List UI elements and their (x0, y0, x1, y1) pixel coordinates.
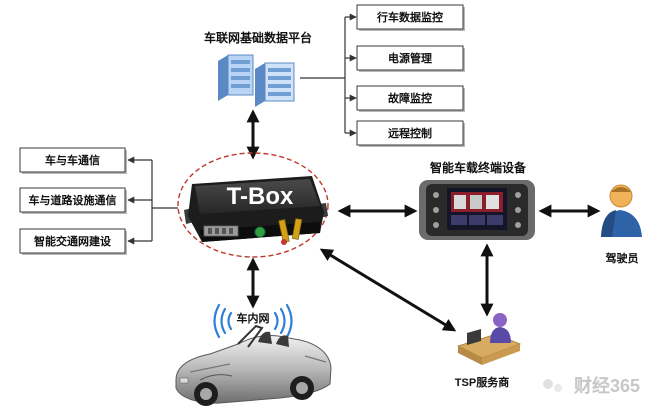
tbox: T-Box (177, 152, 329, 258)
vehicle-terminal: 智能车载终端设备 (419, 160, 535, 240)
car-front-wheel (194, 382, 218, 406)
driver: 驾驶员 (601, 184, 642, 265)
function-label: 故障监控 (388, 91, 432, 105)
tsp-label: TSP服务商 (455, 375, 509, 389)
communication-item: 车与道路设施通信 (19, 187, 152, 214)
communication-label: 车与车通信 (45, 153, 100, 167)
car-rear-wheel (290, 376, 314, 400)
communication-box (19, 187, 126, 213)
communication-item: 智能交通网建设 (19, 228, 152, 255)
watermark: 财经365 (543, 375, 640, 396)
communication-label: 车与道路设施通信 (29, 193, 117, 207)
tbox-device: T-Box (184, 176, 328, 245)
function-label: 行车数据监控 (376, 10, 443, 24)
terminal-device-icon (419, 180, 535, 240)
tsp-provider: TSP服务商 (455, 313, 522, 389)
function-label: 远程控制 (388, 126, 432, 140)
function-item: 远程控制 (345, 120, 465, 147)
communication-label: 智能交通网建设 (34, 234, 112, 248)
platform-title: 车联网基础数据平台 (204, 30, 312, 45)
function-box (356, 120, 464, 146)
tsp-operator-icon (456, 313, 522, 365)
watermark-logo-icon (543, 379, 562, 392)
communication-item: 车与车通信 (19, 147, 152, 174)
function-label: 电源管理 (388, 51, 432, 65)
in-vehicle-label-bg (233, 310, 273, 326)
watermark-text: 财经365 (574, 375, 640, 396)
arrow-tbox-tsp (319, 248, 457, 332)
server-icon (218, 54, 295, 107)
tbox-highlight-ellipse (177, 152, 329, 258)
wifi-signal-right-icon (273, 303, 293, 339)
wifi-signal-left-icon (213, 303, 233, 339)
function-item: 故障监控 (345, 85, 465, 112)
communication-box (19, 147, 126, 173)
function-item: 行车数据监控 (345, 4, 465, 31)
car-image (175, 324, 332, 406)
function-box (356, 85, 464, 111)
data-platform: 车联网基础数据平台 (204, 30, 312, 107)
function-box (356, 45, 464, 71)
in-vehicle-network: 车内网 (213, 303, 293, 339)
driver-label: 驾驶员 (605, 251, 639, 265)
driver-icon (601, 184, 642, 237)
communication-functions: 车与车通信 车与道路设施通信 智能交通网建设 (19, 147, 178, 255)
in-vehicle-network-label: 车内网 (237, 311, 270, 325)
communication-box (19, 228, 126, 254)
terminal-title: 智能车载终端设备 (429, 160, 527, 175)
function-box (356, 4, 464, 30)
tbox-label: T-Box (227, 183, 294, 210)
function-item: 电源管理 (345, 45, 465, 72)
platform-functions: 行车数据监控 电源管理 故障监控 远程控制 (300, 4, 465, 147)
